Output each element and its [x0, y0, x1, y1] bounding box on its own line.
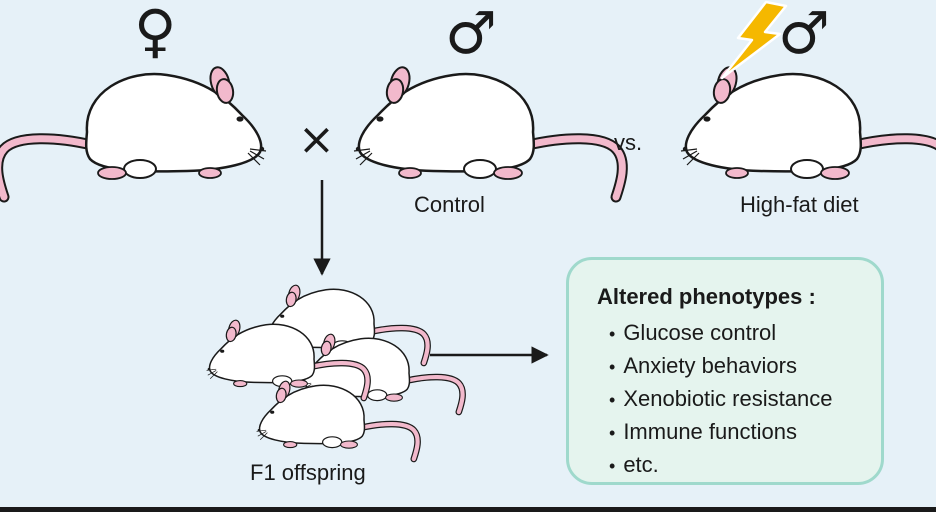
control-label: Control: [414, 192, 485, 217]
control-male-symbol: ♂: [445, 0, 497, 67]
high-fat-diet-label: High-fat diet: [740, 192, 859, 217]
control-male-mouse-icon: [354, 65, 622, 197]
phenotypes-list: Glucose control Anxiety behaviors Xenobi…: [609, 316, 832, 481]
phenotypes-box: Altered phenotypes : Glucose control Anx…: [566, 257, 884, 485]
vs-label: vs.: [614, 130, 643, 155]
cross-symbol: ×: [298, 114, 335, 165]
f1-offspring-label: F1 offspring: [250, 460, 366, 485]
phenotypes-title: Altered phenotypes :: [597, 284, 816, 309]
list-item: etc.: [609, 448, 832, 481]
list-item: Immune functions: [609, 415, 832, 448]
list-item: Glucose control: [609, 316, 832, 349]
list-item: Anxiety behaviors: [609, 349, 832, 382]
hfd-male-mouse-icon: [681, 65, 936, 197]
bottom-rule: [0, 507, 936, 512]
list-item: Xenobiotic resistance: [609, 382, 832, 415]
hfd-male-symbol: ♂: [778, 0, 830, 67]
female-mouse-icon: [0, 65, 266, 197]
female-symbol: ♀: [134, 0, 177, 65]
lightning-bolt-icon: [720, 0, 788, 80]
